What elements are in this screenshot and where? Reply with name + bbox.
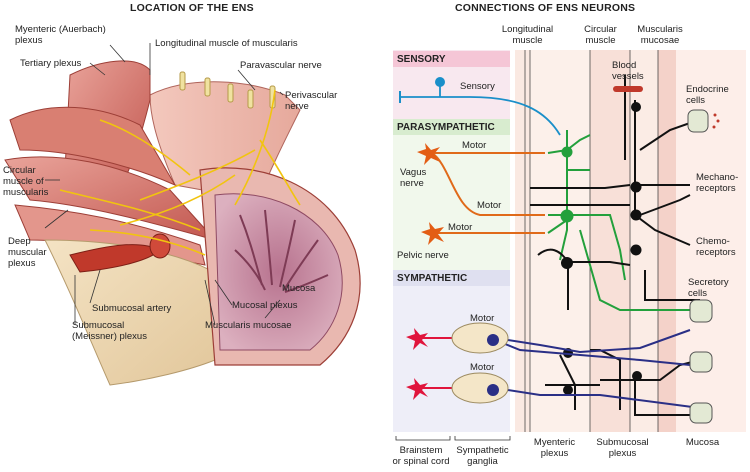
column-circular: Circular muscle	[584, 24, 617, 46]
endocrine-granules	[712, 113, 720, 129]
label-motor-sympathetic-1: Motor	[470, 313, 495, 324]
longitudinal-column	[515, 50, 530, 432]
label-paravascular-nerve: Paravascular nerve	[240, 60, 322, 71]
label-tertiary-plexus: Tertiary plexus	[20, 58, 82, 69]
label-motor-sympathetic-2: Motor	[470, 362, 495, 373]
label-longitudinal-muscle: Longitudinal muscle of muscularis	[155, 38, 298, 49]
label-secretory-cells: Secretory cells	[688, 277, 729, 299]
label-vagus-nerve: Vagus nerve	[400, 167, 427, 189]
circular-column	[590, 50, 630, 432]
mucosal-folds	[234, 209, 329, 293]
label-mucosa-left: Mucosa	[282, 283, 316, 294]
longitudinal-muscle-layer	[149, 81, 301, 201]
bottom-myenteric-plexus: Myenteric plexus	[533, 437, 576, 459]
sympathetic-neuron-lower	[406, 378, 428, 400]
blood-vessel-icons	[613, 86, 643, 92]
bottom-mucosa: Mucosa	[685, 437, 720, 448]
intestine-wall-illustration	[4, 43, 361, 386]
label-blood-vessels: Blood vessels	[612, 60, 644, 82]
band-parasympathetic: PARASYMPATHETIC	[397, 122, 495, 133]
label-endocrine-cells: Endocrine cells	[686, 84, 729, 106]
label-myenteric-plexus: Myenteric (Auerbach) plexus	[15, 24, 106, 46]
sympathetic-ganglion-upper	[451, 322, 509, 354]
tertiary-plexus-layer	[9, 106, 177, 187]
label-motor-pelvic: Motor	[448, 222, 473, 233]
label-submucosal-artery: Submucosal artery	[92, 303, 172, 314]
bottom-brainstem: Brainstem or spinal cord	[392, 445, 450, 467]
pelvic-neuron	[421, 222, 444, 245]
vagus-neuron	[417, 143, 440, 165]
label-motor-vagus-2: Motor	[477, 200, 502, 211]
label-pelvic-nerve: Pelvic nerve	[397, 250, 449, 261]
enteric-black-neurons	[561, 102, 642, 395]
label-motor-vagus: Motor	[462, 140, 487, 151]
vagus-motor-pathway	[431, 152, 545, 216]
target-cells	[687, 109, 713, 424]
label-circular-muscle: Circular muscle of muscularis	[3, 165, 49, 198]
band-sensory: SENSORY	[397, 54, 446, 65]
bottom-brackets	[395, 436, 511, 441]
label-muscularis-mucosae-left: Muscularis mucosae	[205, 320, 292, 331]
enteric-black-network	[530, 75, 701, 416]
label-mucosal-plexus: Mucosal plexus	[232, 300, 298, 311]
label-chemoreceptors: Chemo- receptors	[696, 236, 736, 258]
enteric-neuron-2	[560, 209, 574, 223]
enteric-neuron-1	[561, 146, 573, 158]
label-deep-muscular-plexus: Deep muscular plexus	[8, 236, 47, 269]
right-panel-title: CONNECTIONS OF ENS NEURONS	[455, 2, 636, 14]
paravascular-nerve-stubs	[179, 71, 276, 109]
enteric-nerve-network	[59, 89, 301, 256]
label-sensory: Sensory	[460, 81, 495, 92]
bottom-submucosal-plexus: Submucosal plexus	[596, 437, 649, 459]
band-sympathetic: SYMPATHETIC	[397, 273, 468, 284]
left-panel-title: LOCATION OF THE ENS	[130, 2, 254, 14]
sympathetic-ganglion-lower	[451, 372, 509, 404]
bottom-sympathetic-ganglia: Sympathetic ganglia	[456, 445, 509, 467]
column-longitudinal: Longitudinal muscle	[501, 24, 554, 46]
label-perivascular-nerve: Perivascular nerve	[285, 90, 338, 112]
column-muscularis-mucosae: Muscularis mucosae	[637, 24, 683, 46]
sensory-cell-body	[435, 77, 445, 87]
label-mechanoreceptors: Mechano- receptors	[696, 172, 739, 194]
leader-lines	[44, 43, 284, 326]
sympathetic-neuron-upper	[406, 328, 428, 350]
label-submucosal-plexus: Submucosal (Meissner) plexus	[72, 320, 147, 342]
